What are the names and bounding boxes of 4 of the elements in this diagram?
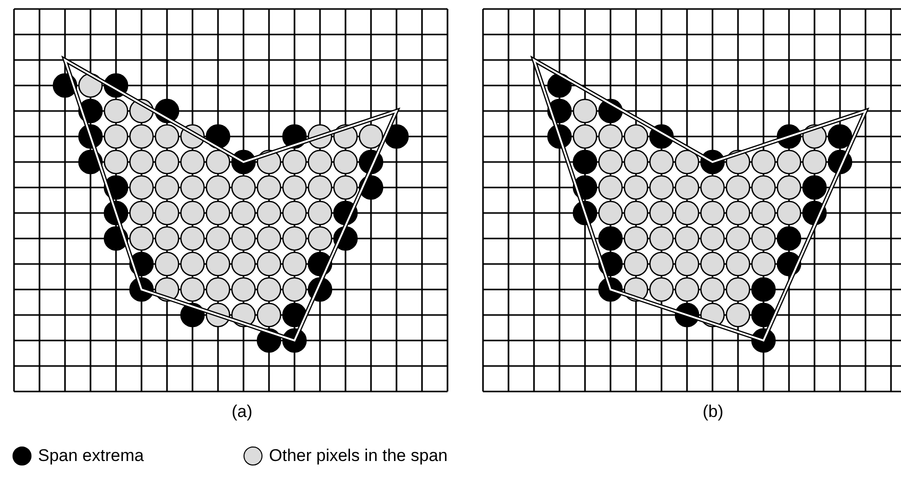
panel-label: (a) bbox=[232, 402, 252, 422]
legend-label: Other pixels in the span bbox=[269, 446, 448, 466]
legend-label: Span extrema bbox=[38, 446, 144, 466]
panel-label: (b) bbox=[702, 402, 724, 422]
